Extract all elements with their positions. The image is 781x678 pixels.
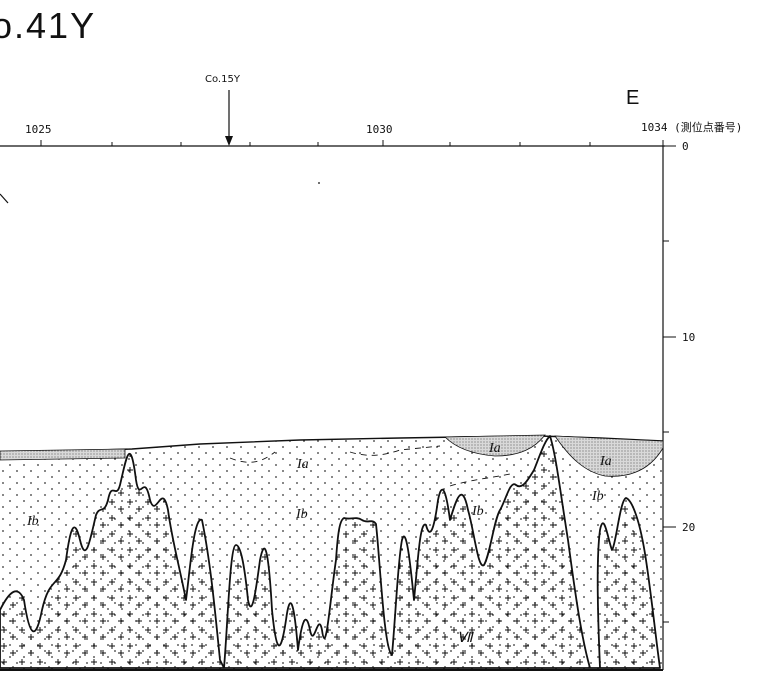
unit-label-ia: Ia	[488, 441, 501, 456]
stray-mark	[0, 193, 9, 204]
station-ticks	[40, 140, 664, 146]
station-label: 1030	[366, 123, 393, 136]
depth-ticks	[663, 145, 676, 623]
depth-label: 20	[682, 521, 695, 534]
unit-label-ib: Ib	[295, 507, 308, 522]
unit-label-vii: Ⅶ	[457, 631, 474, 646]
borehole-label: Co.15Y	[205, 74, 241, 85]
station-label: 1025	[25, 123, 52, 136]
depth-label: 0	[682, 140, 689, 153]
shaded-layer-ia-left	[0, 448, 126, 461]
unit-label-ib: Ib	[471, 504, 484, 519]
unit-label-ia: Ia	[599, 454, 612, 469]
internal-boundary-dashed	[229, 445, 511, 487]
station-label: 1034 (測位点番号)	[641, 120, 742, 134]
unit-label-ia: Ia	[296, 457, 309, 472]
direction-label: E	[626, 87, 639, 109]
depth-label: 10	[682, 331, 695, 344]
basement-rock	[0, 435, 661, 669]
profile-title: o.41Y	[0, 5, 96, 46]
unit-label-ib: Ib	[591, 489, 604, 504]
shaded-lens-ia-right	[554, 435, 664, 477]
unit-label-ib: Ib	[26, 514, 39, 529]
borehole-arrow-head	[225, 136, 233, 146]
shaded-lens-ia	[444, 434, 546, 457]
